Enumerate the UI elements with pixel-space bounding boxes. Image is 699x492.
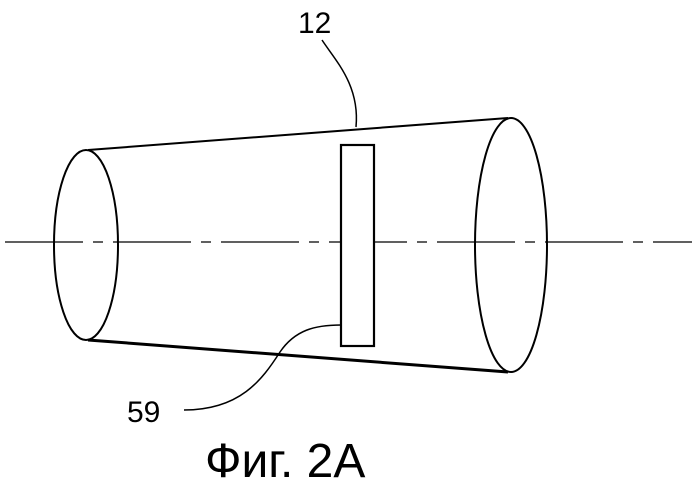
cone-top-edge [88,118,508,150]
element-59-plate [341,145,374,346]
label-12: 12 [298,7,331,40]
leader-line-12 [322,40,356,127]
figure-caption: Фиг. 2А [205,435,365,488]
cone-right-end [475,118,547,372]
cone-bottom-edge [88,340,508,372]
leader-line-59 [184,325,341,410]
label-59: 59 [127,396,160,429]
cone-left-end [54,150,118,340]
